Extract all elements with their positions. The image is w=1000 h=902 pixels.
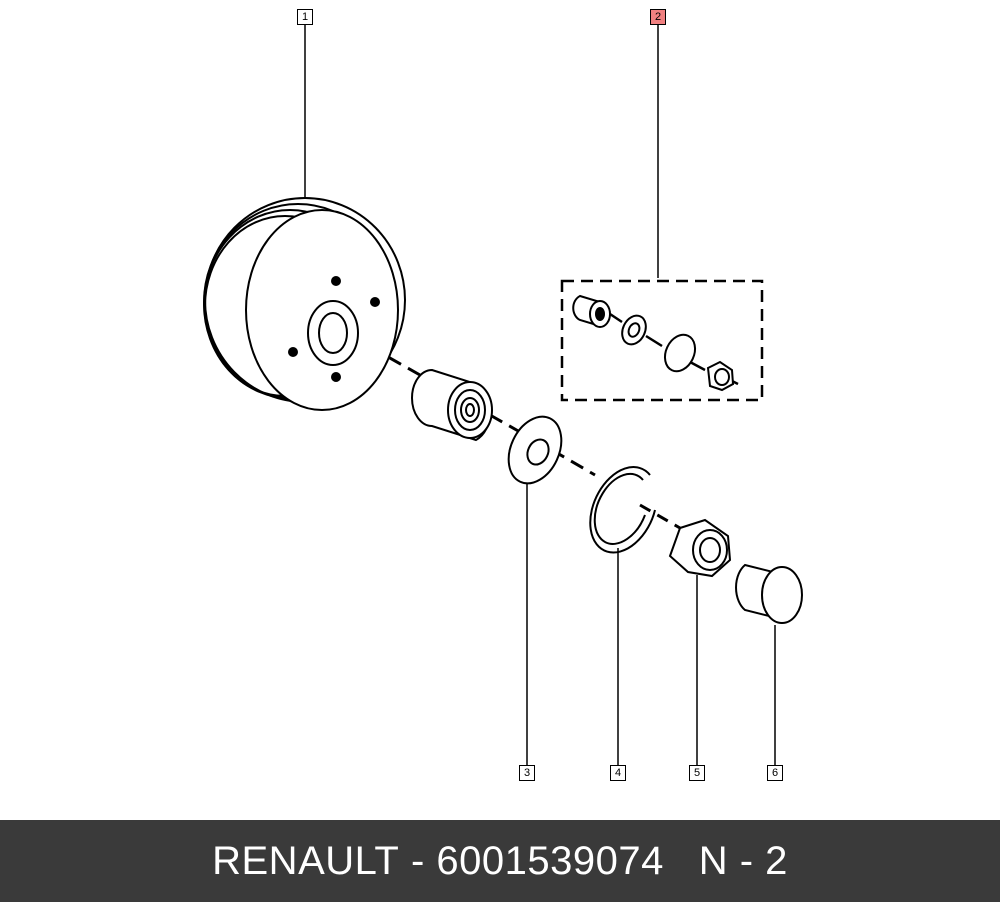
exploded-parts-diagram [203,25,803,765]
thrust-washer [507,415,563,485]
callout-5: 5 [689,765,705,781]
repair-kit-group [560,279,764,402]
axle-axis [339,328,681,530]
brand-name: RENAULT [212,838,400,883]
position-code: N - 2 [698,838,788,883]
spacer [664,839,699,884]
callout-2: 2 [650,9,666,25]
callout-1: 1 [297,9,313,25]
separator: - [399,838,437,883]
callout-3: 3 [519,765,535,781]
wheel-bearing [411,368,493,442]
brake-drum [203,197,406,411]
hub-nut [668,518,732,578]
part-number-banner: RENAULT - 6001539074 N - 2 [0,820,1000,902]
part-number: 6001539074 [436,838,664,883]
hub-cap [735,563,803,624]
callout-4: 4 [610,765,626,781]
leader-lines [304,25,776,765]
callout-6: 6 [767,765,783,781]
snap-ring [589,466,656,554]
